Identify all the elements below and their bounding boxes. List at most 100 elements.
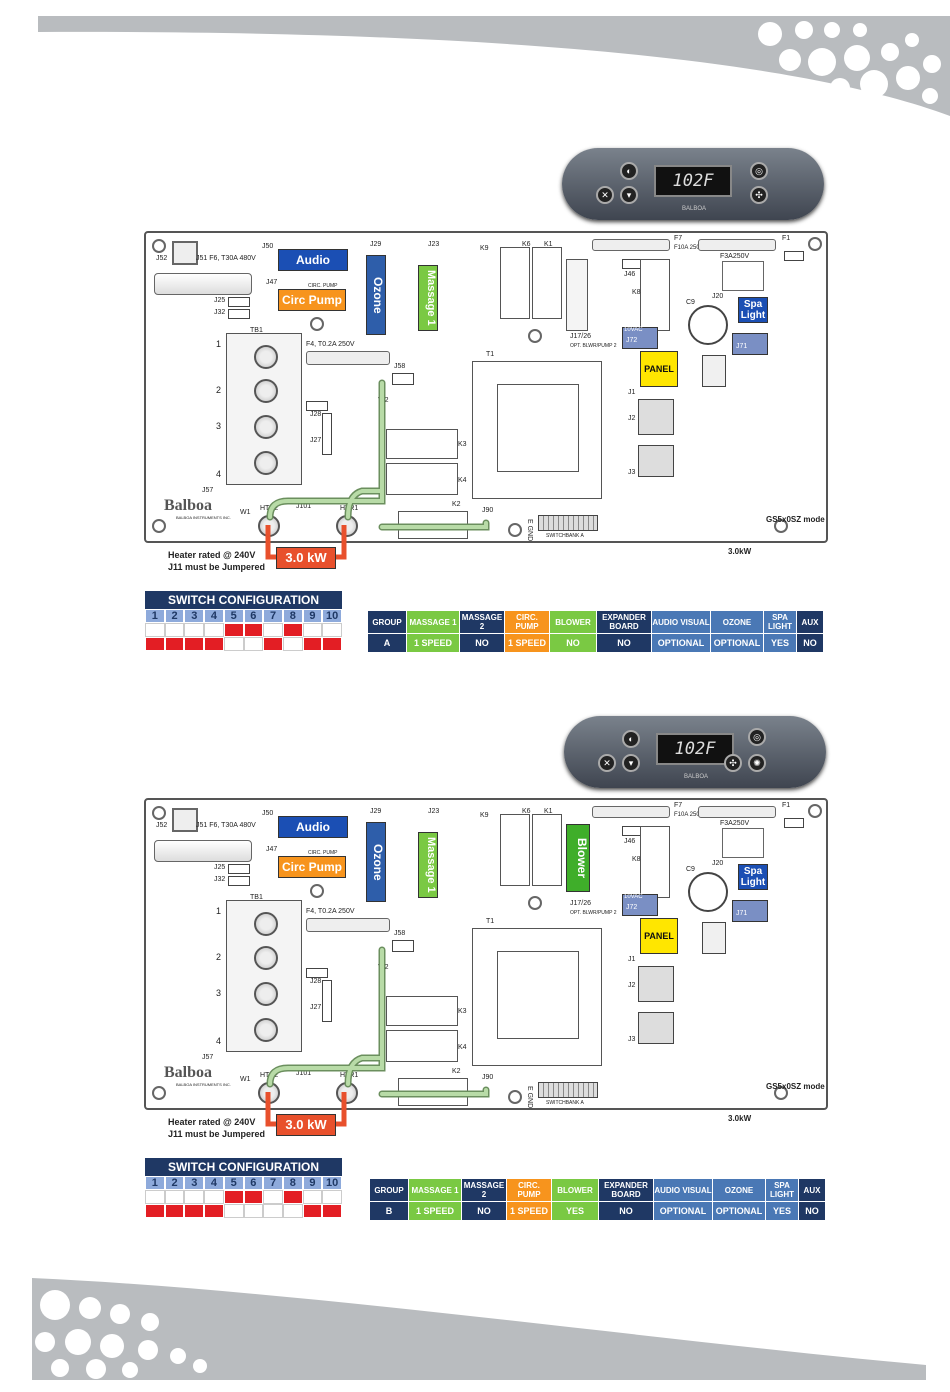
config-header: OZONE [713,1179,765,1201]
switch-cell-on [223,1190,244,1204]
switch-cell-on [282,623,303,637]
kw-small-label: 3.0kW [728,1114,752,1123]
switch-cell-off [263,1190,283,1204]
circuit-board: J52 J51 F6, T30A 480V J50 Audio Visual J… [144,798,828,1110]
switch-cell-on [243,623,264,637]
f4-label: F4, T0.2A 250V [306,341,355,348]
j2-label: J2 [628,415,636,422]
k4-label: K4 [458,477,467,484]
config-value: OPTIONAL [652,634,710,652]
heater-kw-block: 3.0 kW [276,1114,336,1136]
j27-connector [322,413,332,455]
relay-k6 [532,814,562,886]
switch-cell-on [184,1204,205,1218]
tb1-label: TB1 [250,894,263,901]
j3-label: J3 [628,469,636,476]
switchbank-dip [538,515,598,531]
switch-cell-on [204,1204,224,1218]
switch-cell-on [263,637,283,651]
k3-label: K3 [458,1008,467,1015]
j50-label: J50 [262,810,274,817]
relay-k9 [500,247,530,319]
switch-state-row [145,1204,343,1218]
config-header: SPA LIGHT [766,1179,798,1201]
screw-terminal-icon [254,345,278,369]
config-value: 1 SPEED [505,634,549,652]
jets-button-icon: ◎ [748,728,766,746]
switch-cell-on [302,1204,323,1218]
f4-label: F4, T0.2A 250V [306,908,355,915]
f7-sub-label: F10A 250V [674,245,704,251]
capacitor-icon [688,872,728,912]
circ-small-label: CIRC. PUMP [308,283,338,289]
j32-connector [228,309,250,319]
capacitor-icon [688,305,728,345]
j46-label: J46 [624,271,636,278]
k8-label: K8 [632,289,641,296]
switch-cell-on [223,623,244,637]
f7-fuse [592,239,670,251]
mount-hole-icon [528,896,542,910]
switch-cell-on [322,637,343,651]
ground-screw-icon [508,1090,522,1104]
jets-button-icon: ◎ [750,162,768,180]
switch-number: 1 [145,609,165,623]
switch-cell-off [322,1190,343,1204]
terminal-3-label: 3 [216,421,222,431]
j28-connector [306,968,328,978]
terminal-1-label: 1 [216,906,222,916]
switch-cell-off [145,623,165,637]
switch-number: 2 [164,1176,185,1190]
switch-cell-on [282,1190,303,1204]
main-fuse [154,840,252,862]
j3-label: J3 [628,1036,636,1043]
switch-number: 2 [164,609,185,623]
control-panel: ◐ ✕ ▾ 102F ◎ ✣ BALBOA [562,148,824,220]
config-value: NO [462,1202,506,1220]
relay-k1 [566,259,588,331]
panel-block: PANEL [640,351,678,387]
switch-cell-on [184,637,205,651]
switch-cell-off [145,1190,165,1204]
j58-connector [392,940,414,952]
j51-label: J51 F6, T30A 480V [196,822,256,829]
screw-terminal-icon [254,379,278,403]
mount-hole-icon [310,317,324,331]
switch-cell-off [282,637,303,651]
j23-label: J23 [428,241,440,248]
switch-cell-off [204,623,224,637]
egnd-label: E GND [526,1086,533,1109]
switch-number: 10 [322,609,343,623]
switch-cell-on [204,637,224,651]
mount-hole-icon [528,329,542,343]
jets2-button-icon: ✣ [750,186,768,204]
mount-hole-icon [808,237,822,251]
switch-number: 1 [145,1176,165,1190]
spa-light-block: Spa Light [738,297,768,323]
switch-cell-off [263,623,283,637]
config-value: 1 SPEED [409,1202,461,1220]
switch-config-title: SWITCH CONFIGURATION [145,591,342,609]
heater-note-1: Heater rated @ 240V [168,550,256,560]
switch-cell-on [302,637,323,651]
k9-label: K9 [480,245,489,252]
config-value: NO [799,1202,825,1220]
j72-voltage: 10VAC [624,894,643,900]
terminal-1-label: 1 [216,339,222,349]
j25-connector [228,864,250,874]
j28-label: J28 [310,978,322,985]
blower-button-icon: ✺ [748,754,766,772]
switch-number: 5 [223,609,244,623]
j72-label: J72 [626,904,638,911]
config-header: AUX [799,1179,825,1201]
j101-label: J101 [296,1070,312,1077]
j71-block [732,333,768,355]
config-value: NO [797,634,823,652]
